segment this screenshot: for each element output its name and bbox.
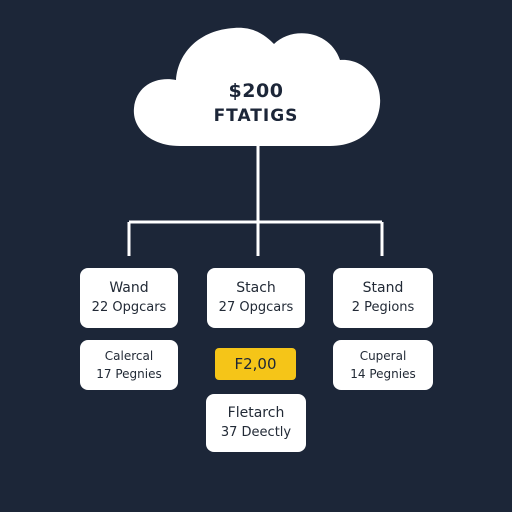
node-detail: 22 Opgcars <box>91 300 167 315</box>
node-title: Stach <box>236 280 276 296</box>
tree-connectors <box>127 146 384 256</box>
node-bottom-right: Cuperal 14 Pegnies <box>333 340 433 390</box>
node-detail: 37 Deectly <box>220 425 292 440</box>
node-title: Wand <box>109 280 149 296</box>
node-detail: 17 Pegnies <box>96 367 162 381</box>
value-badge: F2,00 <box>215 348 296 380</box>
node-top-left: Wand 22 Opgcars <box>80 268 178 328</box>
cloud-amount: $200 <box>228 80 284 102</box>
node-title: Stand <box>362 280 404 296</box>
node-bottom-middle: Fletarch 37 Deectly <box>206 394 306 452</box>
node-title: Cuperal <box>359 349 407 363</box>
cloud-shape <box>133 27 381 147</box>
node-top-right: Stand 2 Pegions <box>333 268 433 328</box>
cloud-path <box>133 27 381 147</box>
node-detail: 27 Opgcars <box>218 300 294 315</box>
node-title: Calercal <box>104 349 154 363</box>
node-detail: 2 Pegions <box>351 300 415 315</box>
node-top-middle: Stach 27 Opgcars <box>207 268 305 328</box>
node-title: Fletarch <box>227 405 285 421</box>
node-detail: 14 Pegnies <box>350 367 416 381</box>
cloud-label: FTATIGS <box>213 106 299 126</box>
node-bottom-left: Calercal 17 Pegnies <box>80 340 178 390</box>
